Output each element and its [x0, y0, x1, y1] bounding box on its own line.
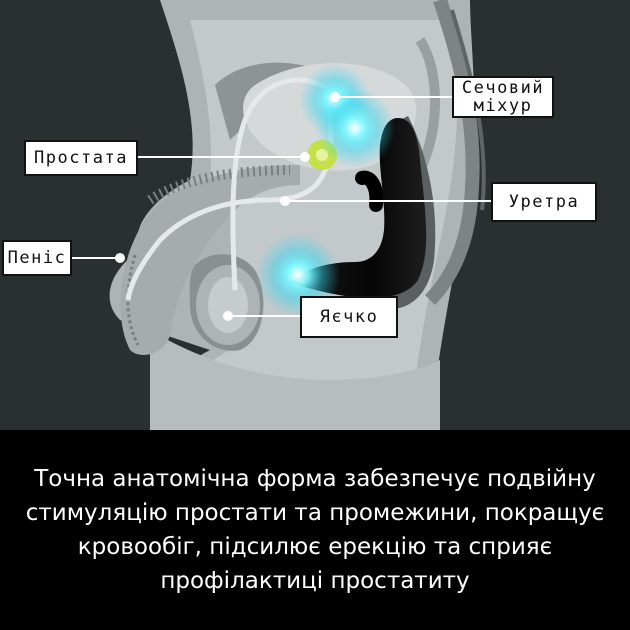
anatomy-diagram: Сечовий міхур Простата Уретра Пеніс Яєчк…	[0, 0, 630, 430]
caption-panel: Точна анатомічна форма забезпечує подвій…	[0, 430, 630, 630]
prostate-label-text: Простата	[34, 148, 128, 168]
prostate-label: Простата	[24, 140, 138, 176]
bladder-label-line2: міхур	[473, 96, 533, 116]
leader-lines	[70, 92, 491, 321]
testicle-label: Яєчко	[300, 296, 398, 338]
prostate-glow	[315, 88, 395, 168]
testicle-label-text: Яєчко	[319, 307, 379, 327]
bladder-label: Сечовий міхур	[452, 76, 554, 118]
penis-label-text: Пеніс	[7, 248, 67, 268]
penis-label: Пеніс	[2, 240, 72, 276]
device-shape	[290, 118, 427, 299]
urethra-label: Уретра	[491, 182, 597, 222]
bladder-label-line1: Сечовий	[461, 78, 545, 98]
urethra-label-text: Уретра	[508, 192, 580, 212]
caption-text: Точна анатомічна форма забезпечує подвій…	[25, 466, 605, 594]
